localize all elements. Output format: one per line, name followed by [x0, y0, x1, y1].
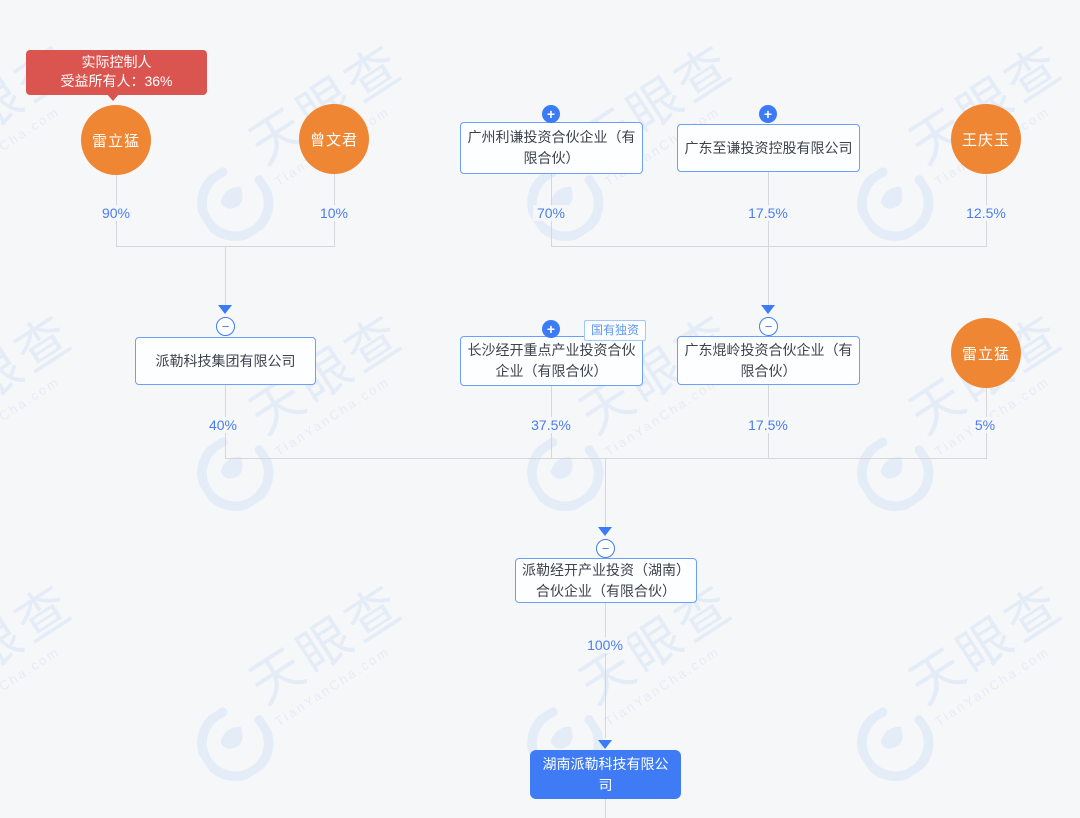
person-node-leilimeng-mid[interactable]: 雷立猛	[951, 318, 1021, 388]
tianyancha-logo-icon	[197, 167, 274, 241]
collapse-icon-guangdong-kunling[interactable]: −	[759, 317, 778, 336]
watermark-brand: 天眼查	[0, 574, 85, 716]
percent-label: 40%	[204, 417, 242, 433]
badge-line1: 实际控制人	[81, 54, 152, 70]
actual-controller-badge: 实际控制人 受益所有人：36%	[26, 50, 207, 95]
person-node-zengwenjun[interactable]: 曾文君	[299, 104, 369, 174]
tianyancha-logo-icon	[197, 707, 274, 781]
watermark-domain: TianYanCha.com	[931, 643, 1053, 729]
percent-label: 17.5%	[744, 417, 792, 433]
watermark-domain: TianYanCha.com	[0, 643, 63, 729]
arrow-down-icon	[598, 740, 612, 749]
percent-label: 37.5%	[527, 417, 575, 433]
connector-line	[768, 246, 769, 308]
connector-line	[605, 458, 606, 530]
company-node-guangzhou-liqian[interactable]: 广州利谦投资合伙企业（有限合伙）	[460, 122, 643, 174]
percent-label: 70%	[532, 205, 570, 221]
company-node-changsha-jingkai[interactable]: 长沙经开重点产业投资合伙企业（有限合伙）	[460, 336, 643, 386]
collapse-icon-paile-jingkai-hunan[interactable]: −	[596, 539, 615, 558]
company-node-guangdong-kunling[interactable]: 广东焜岭投资合伙企业（有限合伙）	[677, 336, 860, 385]
connector-line	[225, 246, 226, 308]
arrow-down-icon	[218, 305, 232, 314]
connector-line	[551, 246, 987, 247]
arrow-down-icon	[761, 305, 775, 314]
expand-icon-guangdong-zhiqian[interactable]: +	[759, 105, 777, 123]
watermark-brand: 天眼查	[239, 574, 415, 716]
arrow-down-icon	[598, 527, 612, 536]
percent-label: 17.5%	[744, 205, 792, 221]
percent-label: 90%	[97, 205, 135, 221]
person-node-wangqingyu[interactable]: 王庆玉	[951, 104, 1021, 174]
badge-pointer	[106, 93, 120, 101]
percent-label: 5%	[970, 417, 1000, 433]
percent-label: 12.5%	[962, 205, 1010, 221]
state-owned-tag: 国有独资	[584, 320, 647, 341]
watermark-brand: 天眼查	[899, 574, 1075, 716]
watermark-brand: 天眼查	[0, 304, 85, 446]
watermark-domain: TianYanCha.com	[271, 643, 393, 729]
expand-icon-guangzhou-liqian[interactable]: +	[542, 105, 560, 123]
person-node-leilimeng-top[interactable]: 雷立猛	[81, 105, 151, 175]
company-node-paile-group[interactable]: 派勒科技集团有限公司	[135, 337, 316, 385]
company-node-hunan-paile[interactable]: 湖南派勒科技有限公司	[530, 750, 681, 799]
expand-icon-changsha-jingkai[interactable]: +	[542, 320, 560, 338]
connector-line	[605, 799, 606, 818]
tianyancha-logo-icon	[857, 437, 934, 511]
connector-line	[605, 603, 606, 738]
company-node-guangdong-zhiqian[interactable]: 广东至谦投资控股有限公司	[677, 124, 860, 172]
connector-line	[225, 458, 987, 459]
percent-label: 100%	[583, 637, 627, 653]
collapse-icon-paile-group[interactable]: −	[216, 317, 235, 336]
watermark-domain: TianYanCha.com	[0, 103, 63, 189]
company-node-paile-jingkai-hunan[interactable]: 派勒经开产业投资（湖南）合伙企业（有限合伙）	[515, 558, 697, 603]
badge-line2: 受益所有人：36%	[60, 73, 173, 89]
tianyancha-logo-icon	[857, 707, 934, 781]
tianyancha-logo-icon	[527, 437, 604, 511]
percent-label: 10%	[315, 205, 353, 221]
tianyancha-logo-icon	[197, 437, 274, 511]
watermark-domain: TianYanCha.com	[0, 373, 63, 459]
